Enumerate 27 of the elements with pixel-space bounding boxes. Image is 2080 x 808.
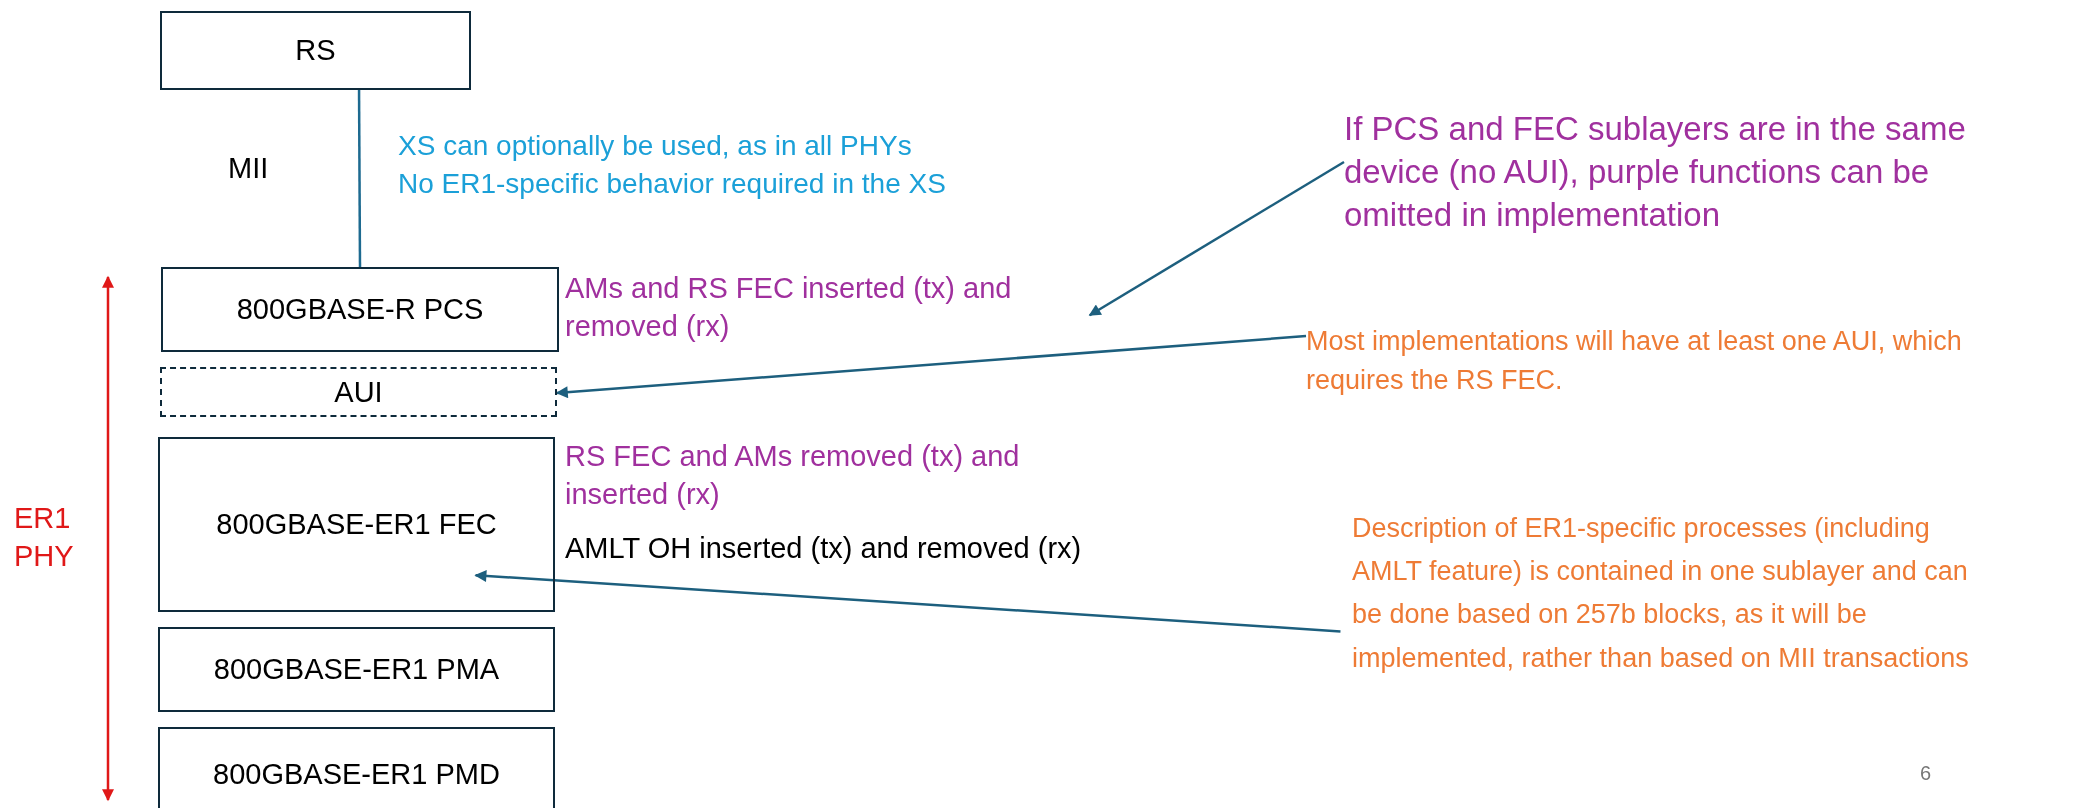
layer-box bbox=[158, 727, 555, 808]
arrow bbox=[555, 334, 1307, 399]
page-number: 6 bbox=[1920, 761, 1933, 786]
layer-label: 800GBASE-ER1 PMD bbox=[213, 758, 500, 791]
note-text: Description of ER1-specific processes (including AMLT feature) is contained in one sublayer and can be done based on 257b blocks, as it will be implemented, rather than based on MII transactions bbox=[1352, 507, 1992, 680]
note-text: No ER1-specific behavior required in the XS bbox=[398, 167, 947, 201]
note-text: XS can optionally be used, as in all PHYs bbox=[398, 129, 913, 163]
layer-label: 800GBASE-ER1 PMA bbox=[213, 653, 500, 686]
layer-box bbox=[158, 627, 555, 712]
layer-label: 800GBASE-ER1 FEC bbox=[216, 508, 497, 541]
connector-line bbox=[357, 90, 362, 267]
layer-box bbox=[161, 267, 559, 352]
arrow bbox=[474, 569, 1341, 633]
annotation-text: RS FEC and AMs removed (tx) and inserted (rx) bbox=[565, 439, 1021, 512]
layer-label: RS bbox=[295, 34, 336, 67]
layer-box bbox=[158, 437, 555, 612]
bracket-label: ER1 PHY bbox=[14, 501, 75, 574]
layer-box bbox=[160, 11, 471, 90]
layer-label: 800GBASE-R PCS bbox=[236, 293, 484, 326]
layer-label: AUI bbox=[334, 375, 383, 409]
dashed-interface-box bbox=[160, 367, 557, 417]
arrow bbox=[1088, 160, 1345, 317]
annotation-text: AMs and RS FEC inserted (tx) and removed (rx) bbox=[565, 270, 1095, 346]
note-text: If PCS and FEC sublayers are in the same device (no AUI), purple functions can be omitted in implementation bbox=[1344, 108, 1984, 237]
note-text: Most implementations will have at least one AUI, which requires the RS FEC. bbox=[1306, 322, 2046, 401]
interface-label: MII bbox=[228, 151, 270, 186]
annotation-text: AMLT OH inserted (tx) and removed (rx) bbox=[565, 531, 1083, 566]
